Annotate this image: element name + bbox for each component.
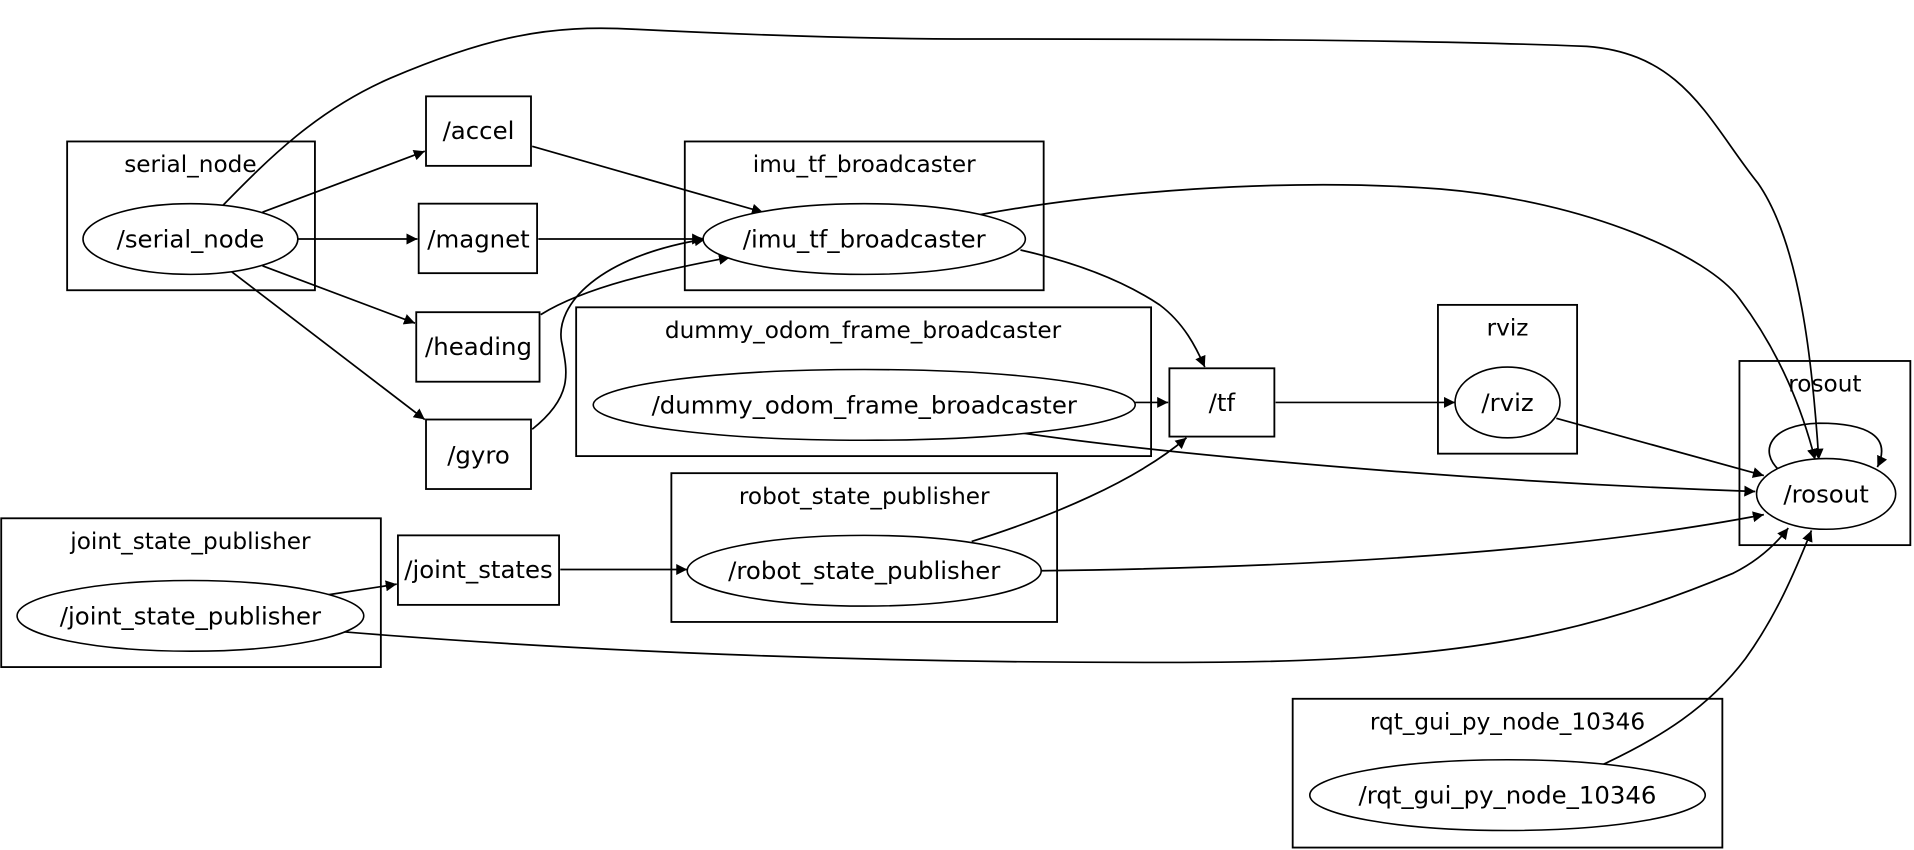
node-label: /serial_node [117, 225, 265, 254]
node-label: /dummy_odom_frame_broadcaster [652, 390, 1078, 419]
edge-joint-state-publisher-to-rosout[interactable] [341, 527, 1789, 664]
node-label: /rviz [1481, 388, 1533, 417]
topic-magnet[interactable]: /magnet [417, 202, 539, 275]
node-rosout[interactable]: /rosout [1755, 457, 1897, 531]
cluster-joint-state-publisher[interactable]: joint_state_publisher [0, 517, 382, 668]
cluster-label: serial_node [124, 151, 256, 178]
edge-rqt-gui-to-rosout[interactable] [1602, 530, 1813, 766]
edge-imu-tf-broadcaster-to-tf[interactable] [1020, 249, 1206, 368]
cluster-label: imu_tf_broadcaster [753, 151, 976, 178]
edge-serial-node-to-rosout[interactable] [221, 27, 1824, 460]
edge-rviz-to-rosout[interactable] [1556, 417, 1765, 478]
cluster-serial-node[interactable]: serial_node [66, 140, 316, 292]
topic-joint-states[interactable]: /joint_states [397, 534, 560, 606]
cluster-imu-tf-broadcaster[interactable]: imu_tf_broadcaster [683, 140, 1045, 292]
cluster-rviz[interactable]: rviz [1437, 303, 1579, 455]
edge-serial-node-to-heading[interactable] [262, 265, 416, 325]
topic-heading[interactable]: /heading [415, 311, 541, 383]
edge-heading-to-imu-tf-broadcaster[interactable] [540, 253, 731, 316]
cluster-robot-state-publisher[interactable]: robot_state_publisher [670, 472, 1059, 623]
node-dummy-odom-frame-broadcaster[interactable]: /dummy_odom_frame_broadcaster [592, 368, 1137, 442]
node-label: /imu_tf_broadcaster [743, 225, 987, 254]
topic-accel[interactable]: /accel [425, 95, 532, 167]
node-label: /rqt_gui_py_node_10346 [1359, 781, 1657, 810]
cluster-label: rviz [1487, 315, 1529, 342]
node-serial-node[interactable]: /serial_node [82, 202, 299, 276]
cluster-rqt-gui-py-node[interactable]: rqt_gui_py_node_10346 [1291, 697, 1724, 849]
cluster-label: rosout [1788, 371, 1861, 398]
node-label: /joint_state_publisher [60, 601, 322, 630]
edge-dummy-odom-to-rosout[interactable] [1013, 430, 1756, 497]
node-robot-state-publisher[interactable]: /robot_state_publisher [686, 534, 1043, 607]
node-rqt-gui-py-node[interactable]: /rqt_gui_py_node_10346 [1308, 758, 1707, 832]
topic-label: /gyro [447, 440, 510, 469]
edges [221, 27, 1888, 766]
topic-label: /magnet [427, 225, 529, 254]
edge-imu-tf-broadcaster-to-rosout[interactable] [980, 183, 1818, 460]
node-rviz[interactable]: /rviz [1454, 366, 1561, 439]
node-joint-state-publisher[interactable]: /joint_state_publisher [16, 579, 365, 653]
edge-serial-node-to-accel[interactable] [262, 149, 426, 213]
node-imu-tf-broadcaster[interactable]: /imu_tf_broadcaster [702, 202, 1027, 276]
node-label: /robot_state_publisher [728, 556, 1001, 585]
edge-gyro-to-imu-tf-broadcaster[interactable] [531, 235, 706, 430]
node-label: /rosout [1783, 479, 1868, 508]
edge-serial-node-to-gyro[interactable] [231, 271, 426, 421]
topic-label: /heading [425, 332, 532, 361]
cluster-label: robot_state_publisher [739, 483, 990, 510]
cluster-label: dummy_odom_frame_broadcaster [665, 317, 1062, 344]
edge-robot-state-publisher-to-tf[interactable] [971, 437, 1188, 543]
topic-tf[interactable]: /tf [1168, 367, 1276, 438]
edge-joint-state-publisher-to-joint-states[interactable] [325, 580, 397, 596]
cluster-label: joint_state_publisher [69, 528, 311, 555]
topic-label: /tf [1209, 388, 1237, 417]
topic-label: /accel [443, 116, 515, 145]
edge-rosout-self-loop[interactable] [1768, 422, 1888, 472]
topic-label: /joint_states [404, 555, 552, 584]
cluster-rosout[interactable]: rosout [1738, 360, 1912, 547]
cluster-dummy-odom-frame-broadcaster[interactable]: dummy_odom_frame_broadcaster [575, 306, 1153, 458]
topic-gyro[interactable]: /gyro [425, 418, 532, 490]
edge-robot-state-publisher-to-rosout[interactable] [1041, 511, 1765, 572]
edge-accel-to-imu-tf-broadcaster[interactable] [531, 145, 764, 215]
cluster-label: rqt_gui_py_node_10346 [1370, 708, 1645, 735]
